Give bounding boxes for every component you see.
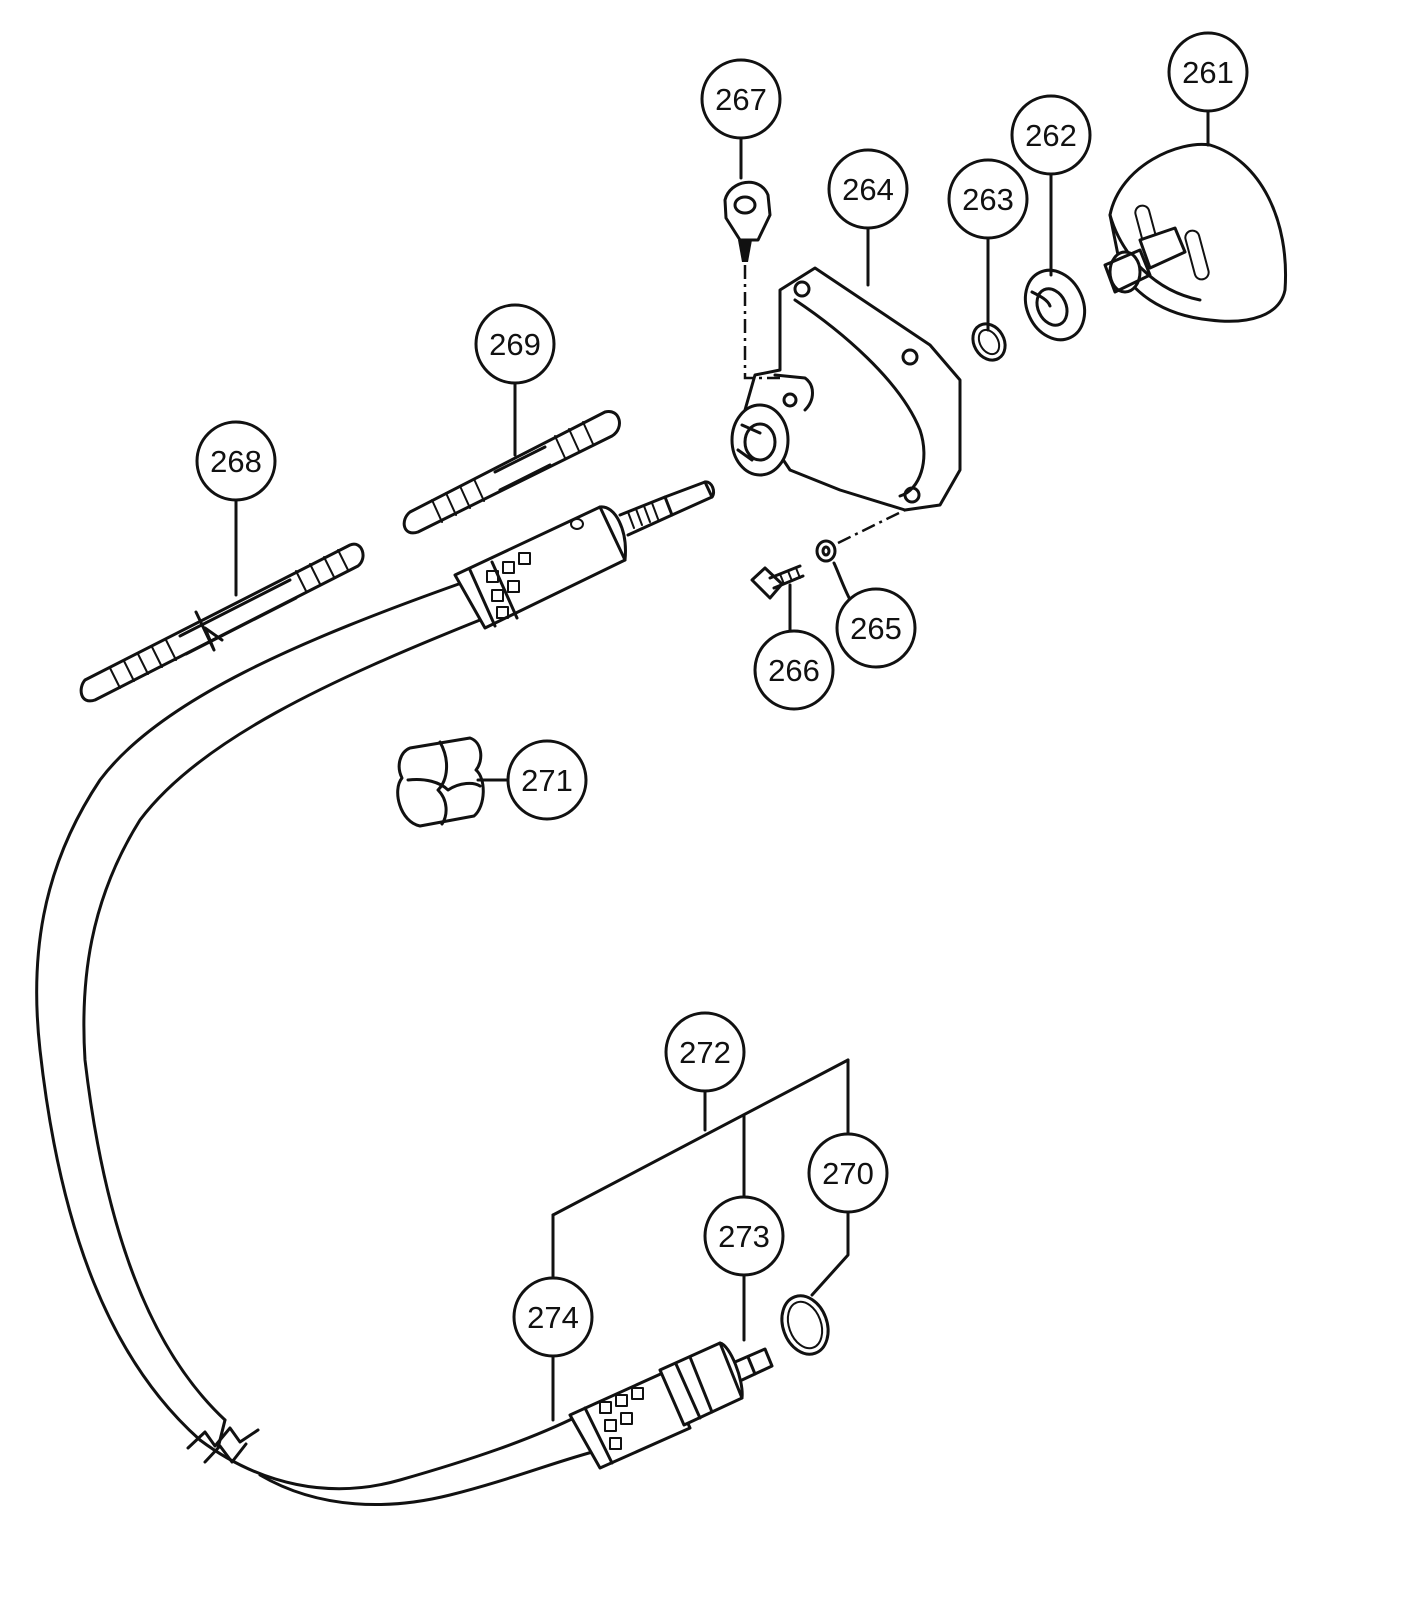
callout-264: 264 (827, 148, 909, 230)
hose-lower-connector (568, 1341, 774, 1470)
callout-267: 267 (700, 58, 782, 140)
callout-265-label: 265 (850, 611, 902, 646)
part-266-bolt (750, 564, 805, 600)
callout-266-label: 266 (768, 653, 820, 688)
callout-265: 265 (835, 587, 917, 669)
callout-269-label: 269 (489, 327, 541, 362)
callout-266: 266 (753, 629, 835, 711)
callout-270: 270 (807, 1132, 889, 1214)
callout-268-label: 268 (210, 444, 262, 479)
callout-270-label: 270 (822, 1156, 874, 1191)
part-262-bearing (1023, 268, 1087, 342)
callout-263: 263 (947, 158, 1029, 240)
part-270-o-ring (780, 1294, 830, 1356)
callout-269: 269 (474, 303, 556, 385)
callout-268: 268 (195, 420, 277, 502)
callout-274: 274 (512, 1276, 594, 1358)
part-271-damper (396, 736, 485, 828)
callout-262: 262 (1010, 94, 1092, 176)
callout-272: 272 (664, 1011, 746, 1093)
part-263-snap-ring (971, 322, 1007, 362)
part-267-grease-nipple (723, 180, 780, 380)
part-269-short-shaft (402, 410, 621, 535)
leader-lines (234, 110, 1210, 1422)
part-264-housing (730, 266, 962, 512)
callout-263-label: 263 (962, 182, 1014, 217)
callout-264-label: 264 (842, 172, 894, 207)
callout-271-label: 271 (521, 763, 573, 798)
callout-274-label: 274 (527, 1300, 579, 1335)
callout-273: 273 (703, 1195, 785, 1277)
part-265-washer (815, 508, 906, 563)
drive-hose (35, 578, 602, 1507)
hose-upper-connector (453, 480, 716, 630)
callout-261-label: 261 (1182, 55, 1234, 90)
callout-261: 261 (1167, 31, 1249, 113)
callout-262-label: 262 (1025, 118, 1077, 153)
callout-273-label: 273 (718, 1219, 770, 1254)
callout-272-label: 272 (679, 1035, 731, 1070)
callout-271: 271 (506, 739, 588, 821)
part-261-clutch-drum (1103, 142, 1288, 323)
callout-267-label: 267 (715, 82, 767, 117)
part-268-long-shaft (79, 542, 365, 703)
